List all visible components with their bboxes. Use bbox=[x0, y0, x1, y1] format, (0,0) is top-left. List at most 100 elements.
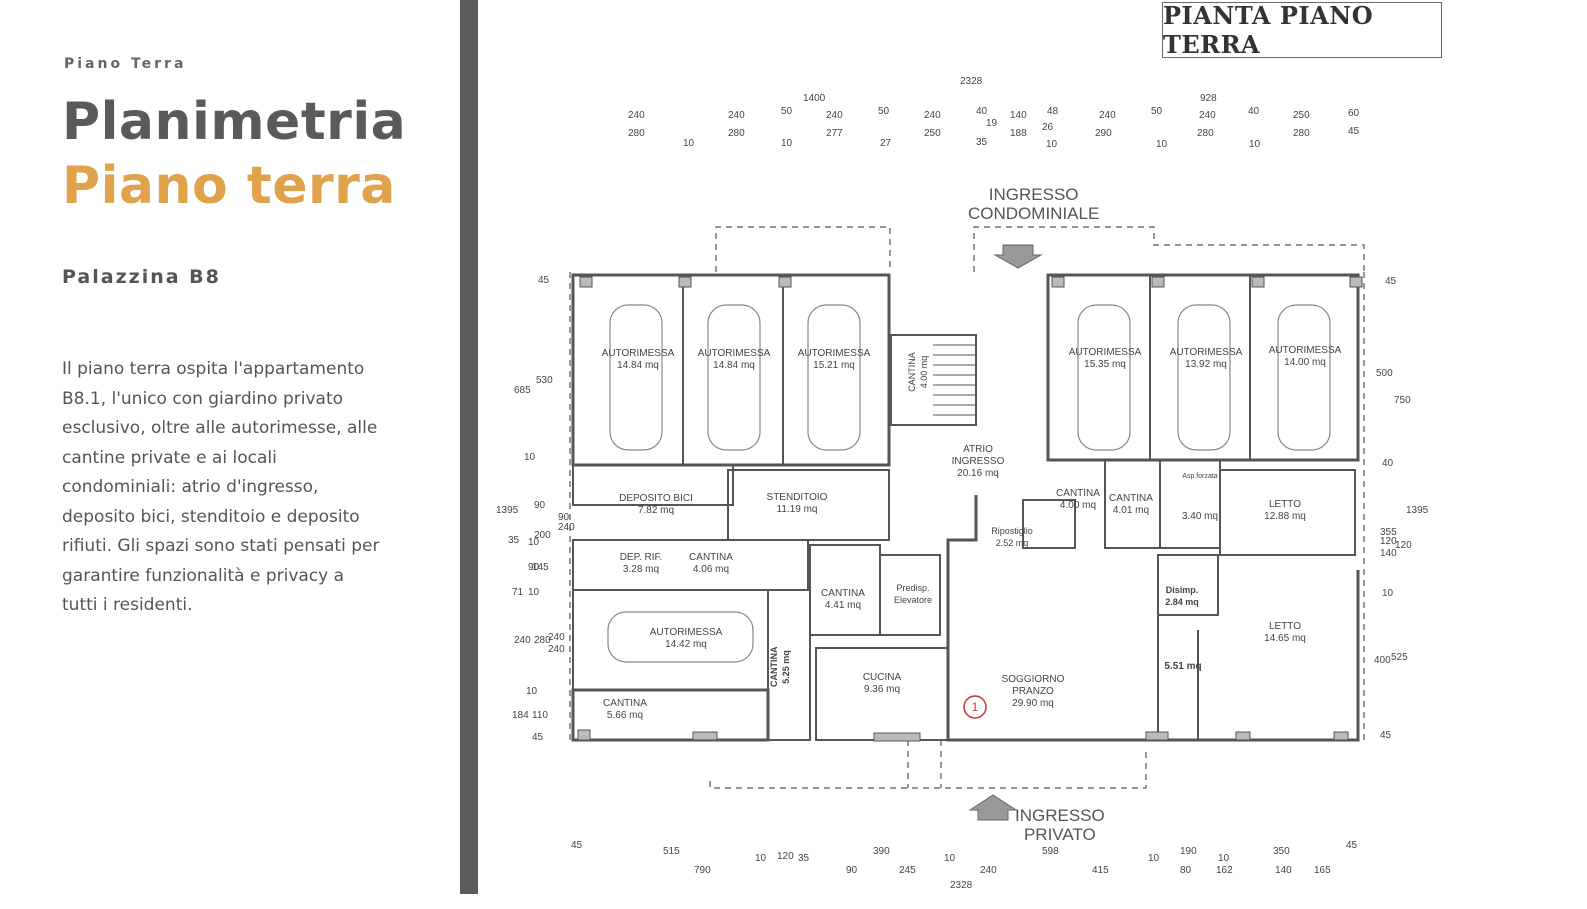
dimension-label: 10 bbox=[755, 853, 767, 864]
dimension-label: 10 bbox=[528, 537, 540, 548]
dimension-label: 35 bbox=[798, 853, 810, 864]
dimension-label: 530 bbox=[536, 375, 553, 386]
room-name: DEP. RIF. bbox=[619, 552, 663, 563]
entrance-private-line1: INGRESSO bbox=[1015, 806, 1105, 825]
room-name: SOGGIORNO PRANZO bbox=[1001, 674, 1065, 697]
dimension-label: 10 bbox=[528, 587, 540, 598]
dimension-label: 90 bbox=[528, 562, 540, 573]
dimension-label: 10 bbox=[1218, 853, 1230, 864]
room-name: CANTINA bbox=[603, 698, 647, 709]
dimension-label: 1395 bbox=[496, 505, 519, 516]
entrance-condo-line1: INGRESSO bbox=[988, 185, 1079, 204]
dimension-label: 240 bbox=[558, 522, 575, 533]
dimension-label: 685 bbox=[514, 385, 531, 396]
dimension-label: 140 bbox=[1275, 865, 1292, 876]
description-text: Il piano terra ospita l'appartamento B8.… bbox=[62, 359, 380, 615]
room-area: 13.92 mq bbox=[1185, 359, 1227, 370]
dimension-label: 45 bbox=[571, 840, 583, 851]
dimension-label: 390 bbox=[873, 846, 890, 857]
room-area: 5.25 mq bbox=[781, 650, 791, 684]
dimension-label: 10 bbox=[1249, 139, 1261, 150]
dimension-label: 60 bbox=[1348, 108, 1360, 119]
floor-plan: PIANTA PIANO TERRA INGRESSO CONDOMINIALE… bbox=[478, 0, 1587, 909]
dimension-label: 120 bbox=[1395, 540, 1412, 551]
unit-marker: 1 bbox=[971, 700, 979, 714]
dimension-label: 162 bbox=[1216, 865, 1233, 876]
dimension-label: 120 bbox=[777, 851, 794, 862]
plan-title: PIANTA PIANO TERRA bbox=[1162, 1, 1442, 59]
dimension-label: 45 bbox=[1385, 276, 1397, 287]
dimension-label: 27 bbox=[880, 138, 892, 149]
room-name: LETTO bbox=[1268, 621, 1302, 632]
dimension-label: 50 bbox=[878, 106, 890, 117]
dimension-label: 10 bbox=[944, 853, 956, 864]
room-name: AUTORIMESSA bbox=[649, 627, 723, 638]
room-name: CANTINA bbox=[689, 552, 733, 563]
dimension-label: 10 bbox=[1382, 588, 1394, 599]
room-name: AUTORIMESSA bbox=[697, 348, 771, 359]
dimension-label: 45 bbox=[1346, 840, 1358, 851]
room-area: 4.01 mq bbox=[1112, 505, 1150, 516]
dimension-label: 525 bbox=[1391, 652, 1408, 663]
room-area: 15.21 mq bbox=[813, 360, 855, 371]
dimension-label: 500 bbox=[1376, 368, 1393, 379]
section-kicker: Piano Terra bbox=[64, 56, 187, 72]
dimension-label: 190 bbox=[1180, 846, 1197, 857]
room-name: CUCINA bbox=[862, 672, 902, 683]
room-area: 14.42 mq bbox=[665, 639, 707, 650]
dimension-label: 48 bbox=[1047, 106, 1059, 117]
dimension-label: 415 bbox=[1092, 865, 1109, 876]
room-area: 11.19 mq bbox=[776, 504, 818, 515]
room-area: 4.00 mq bbox=[919, 355, 929, 389]
dimension-label: 790 bbox=[694, 865, 711, 876]
dimension-label: 250 bbox=[924, 128, 941, 139]
room-label: Disimp.2.84 mq bbox=[1158, 584, 1206, 608]
dimension-label: 750 bbox=[1394, 395, 1411, 406]
room-area: 12.88 mq bbox=[1264, 511, 1306, 522]
dimension-label: 45 bbox=[1348, 126, 1360, 137]
dimension-label: 50 bbox=[781, 106, 793, 117]
room-name: AUTORIMESSA bbox=[1268, 345, 1342, 356]
dimension-label: 2328 bbox=[950, 880, 973, 891]
room-name: CANTINA bbox=[769, 646, 779, 688]
dimension-label: 598 bbox=[1042, 846, 1059, 857]
dimension-label: 10 bbox=[1156, 139, 1168, 150]
dimension-label: 45 bbox=[1380, 730, 1392, 741]
dimension-label: 145 bbox=[532, 562, 549, 573]
dimension-label: 277 bbox=[826, 128, 843, 139]
dimension-label: 10 bbox=[683, 138, 695, 149]
dimension-label: 188 bbox=[1010, 128, 1027, 139]
room-area: 4.00 mq bbox=[1059, 500, 1097, 511]
room-area: 14.84 mq bbox=[617, 360, 659, 371]
dimension-label: 350 bbox=[1273, 846, 1290, 857]
dimension-label: 184 bbox=[512, 710, 529, 721]
dimension-label: 240 bbox=[628, 110, 645, 121]
dimension-label: 2328 bbox=[960, 76, 983, 87]
dimension-label: 45 bbox=[532, 732, 544, 743]
room-name: CANTINA bbox=[1056, 488, 1100, 499]
room-name: Ripostiglio bbox=[991, 526, 1033, 536]
dimension-label: 90 bbox=[846, 865, 858, 876]
room-area: 5.66 mq bbox=[606, 710, 644, 721]
dimension-label: 35 bbox=[976, 137, 988, 148]
dimension-label: 10 bbox=[1046, 139, 1058, 150]
dimension-label: 240 bbox=[924, 110, 941, 121]
dimension-label: 515 bbox=[663, 846, 680, 857]
dimension-label: 928 bbox=[1200, 93, 1217, 104]
dimension-label: 245 bbox=[899, 865, 916, 876]
dimension-label: 280 bbox=[1293, 128, 1310, 139]
entrance-private-label: INGRESSO PRIVATO bbox=[1015, 806, 1105, 844]
